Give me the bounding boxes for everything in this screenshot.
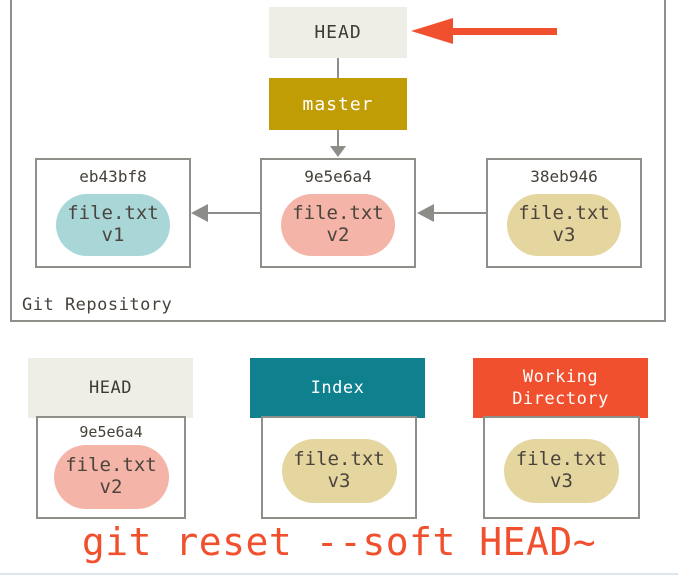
area-box-index: file.txt v3 — [261, 416, 417, 519]
index-file-oval: file.txt v3 — [281, 439, 397, 503]
area-title-working-directory: Working Directory — [512, 366, 609, 409]
area-title-head: HEAD — [89, 377, 132, 398]
commit-hash: eb43bf8 — [79, 167, 147, 186]
working-directory-file-oval: file.txt v3 — [504, 439, 619, 503]
file-name: file.txt — [67, 202, 159, 225]
red-arrow-shaft — [452, 28, 557, 35]
file-snapshot-oval-v1: file.txt v1 — [56, 194, 170, 256]
commit2-to-commit1-connector — [207, 212, 260, 214]
caption-command: git reset --soft HEAD~ — [81, 520, 597, 564]
commit-box-v2: 9e5e6a4 file.txt v2 — [260, 158, 416, 268]
git-repository-label: Git Repository — [22, 295, 173, 315]
area-box-working-directory: file.txt v3 — [483, 416, 640, 519]
file-version: v2 — [99, 476, 123, 498]
master-to-commit-connector — [337, 130, 339, 147]
bottom-divider — [0, 573, 678, 575]
arrow-down-icon — [330, 146, 346, 157]
file-version: v3 — [552, 224, 576, 246]
area-header-head: HEAD — [28, 358, 193, 418]
file-name: file.txt — [515, 448, 608, 471]
master-branch-box: master — [269, 78, 407, 130]
file-version: v1 — [101, 224, 125, 246]
commit-hash: 38eb946 — [530, 167, 598, 186]
commit-box-v3: 38eb946 file.txt v3 — [486, 158, 642, 268]
file-snapshot-oval-v2: file.txt v2 — [281, 194, 395, 256]
area-box-head: 9e5e6a4 file.txt v2 — [36, 416, 186, 519]
area-commit-hash: 9e5e6a4 — [79, 423, 143, 441]
head-ref-label: HEAD — [314, 22, 362, 43]
head-ref-box: HEAD — [269, 7, 407, 58]
area-title-index: Index — [310, 377, 365, 398]
red-arrow-head-icon — [411, 18, 453, 44]
commit-box-v1: eb43bf8 file.txt v1 — [35, 158, 191, 268]
file-name: file.txt — [518, 202, 610, 225]
file-name: file.txt — [65, 454, 157, 477]
area-header-index: Index — [250, 358, 425, 418]
file-name: file.txt — [292, 202, 384, 225]
file-name: file.txt — [293, 448, 385, 471]
arrow-left-icon — [191, 204, 208, 222]
file-snapshot-oval-v3: file.txt v3 — [507, 194, 621, 256]
master-branch-label: master — [302, 93, 374, 115]
file-version: v3 — [327, 470, 351, 492]
commit3-to-commit2-connector — [433, 212, 486, 214]
file-version: v3 — [550, 470, 573, 492]
head-to-master-connector — [337, 58, 339, 78]
commit-hash: 9e5e6a4 — [304, 167, 372, 186]
area-header-working-directory: Working Directory — [473, 358, 648, 418]
file-version: v2 — [326, 224, 350, 246]
arrow-left-icon — [417, 204, 434, 222]
head-file-oval: file.txt v2 — [53, 445, 169, 509]
git-repository-frame: Git Repository — [10, 0, 666, 322]
